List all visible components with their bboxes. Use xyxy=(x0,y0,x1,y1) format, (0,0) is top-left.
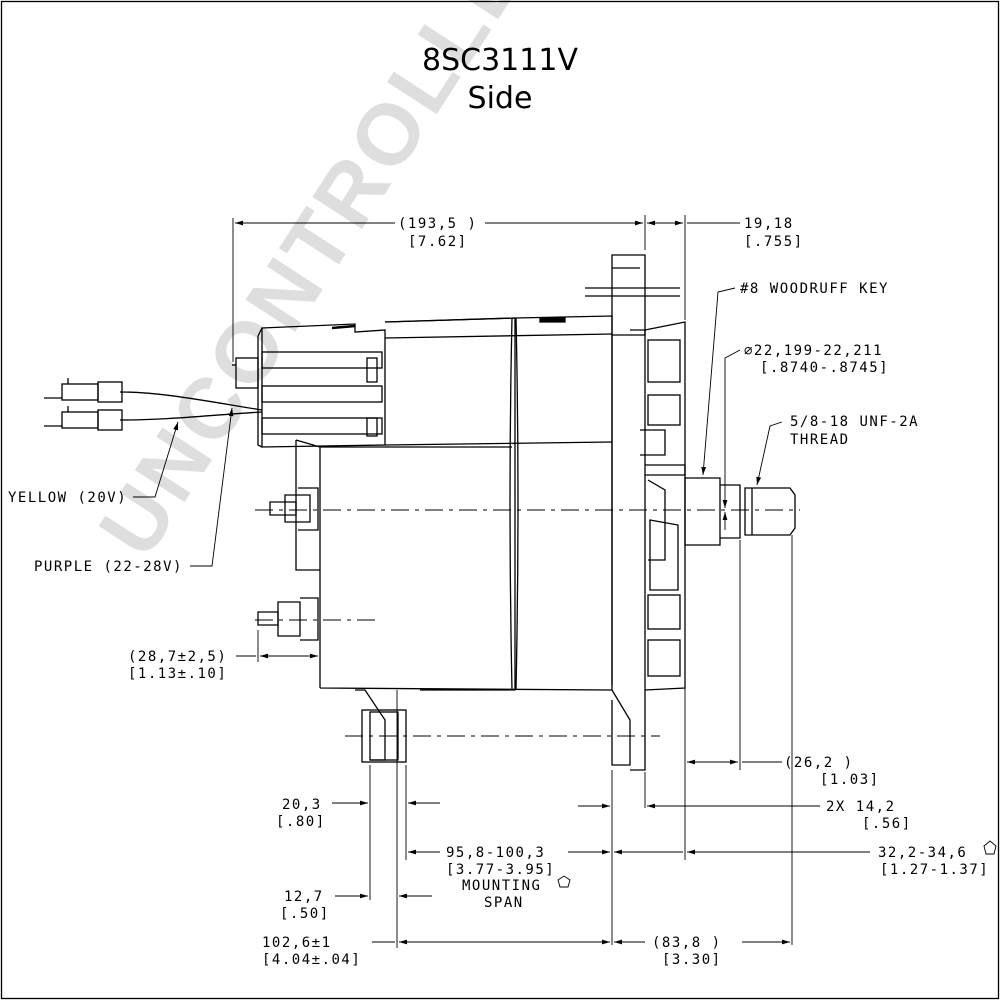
overall-length-imperial: [7.62] xyxy=(408,234,468,250)
foot-width-metric: 20,3 xyxy=(282,797,322,813)
shaft-diameter-metric: ⌀22,199-22,211 xyxy=(744,343,883,359)
mounting-span-label-2: SPAN xyxy=(484,895,524,911)
terminal-offset-imperial: [1.13±.10] xyxy=(128,666,227,682)
mounting-span-imperial: [3.77-3.95] xyxy=(446,862,555,878)
shaft-diameter-imperial: [.8740-.8745] xyxy=(760,360,889,376)
flange-to-end-metric: (83,8 ) xyxy=(652,935,722,951)
overall-length-metric: (193,5 ) xyxy=(398,216,477,232)
flange-width-metric: 2X 14,2 xyxy=(826,799,896,815)
dimension-text: (193,5 ) [7.62] 19,18 [.755] #8 WOODRUFF… xyxy=(8,216,989,968)
terminal-offset-metric: (28,7±2,5) xyxy=(128,649,227,665)
mount-to-flange-metric: 102,6±1 xyxy=(262,935,332,951)
flange-to-shaft-imperial: [1.27-1.37] xyxy=(880,862,989,878)
hub-length-imperial: [.755] xyxy=(744,234,804,250)
hub-length-metric: 19,18 xyxy=(744,216,794,232)
dimension-lines xyxy=(133,220,997,945)
shaft-ext-imperial: [1.03] xyxy=(820,772,880,788)
alternator-body xyxy=(232,254,796,771)
centerlines xyxy=(255,509,800,737)
flange-to-end-imperial: [3.30] xyxy=(662,952,722,968)
flange-to-shaft-metric: 32,2-34,6 xyxy=(878,845,967,861)
thread-callout-line2: THREAD xyxy=(790,432,850,448)
foot-width-imperial: [.80] xyxy=(276,814,326,830)
slot-width-metric: 12,7 xyxy=(284,889,324,905)
thread-callout: 5/8-18 UNF-2A xyxy=(790,414,919,430)
yellow-wire-label: YELLOW (20V) xyxy=(8,490,127,506)
mounting-span-label: MOUNTING xyxy=(462,878,541,894)
model-number: 8SC3111V xyxy=(422,43,578,78)
flange-width-imperial: [.56] xyxy=(862,816,912,832)
mount-to-flange-imperial: [4.04±.04] xyxy=(262,952,361,968)
view-name: Side xyxy=(467,81,533,116)
shaft-ext-metric: (26,2 ) xyxy=(784,755,854,771)
title-block: 8SC3111V Side xyxy=(0,42,1000,118)
slot-width-imperial: [.50] xyxy=(280,906,330,922)
mounting-span-metric: 95,8-100,3 xyxy=(446,845,545,861)
woodruff-key-callout: #8 WOODRUFF KEY xyxy=(740,281,889,297)
wire-harness xyxy=(44,378,263,431)
purple-wire-label: PURPLE (22-28V) xyxy=(34,559,183,575)
extension-lines xyxy=(232,215,793,948)
